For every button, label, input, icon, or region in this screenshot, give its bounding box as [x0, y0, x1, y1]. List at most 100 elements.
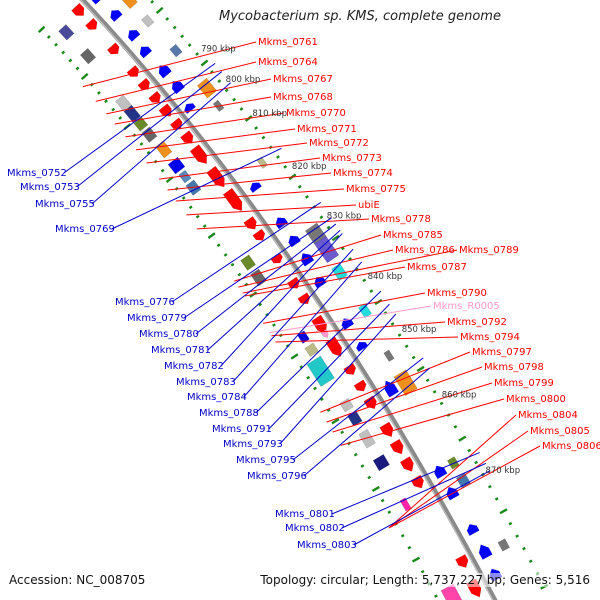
tick-mark [528, 559, 533, 564]
forward-gene-11 [222, 187, 243, 212]
feature-box-28 [339, 397, 354, 413]
reverse-gene-5-shape [171, 80, 186, 95]
tick-mark [239, 107, 244, 111]
tick-mark [348, 257, 352, 261]
leader-line [243, 261, 363, 398]
forward-gene-label: Mkms_0797 [472, 347, 532, 358]
leader-line [207, 229, 341, 351]
tick-mark [411, 556, 421, 563]
forward-gene-label: Mkms_0778 [371, 214, 431, 225]
leader-line [220, 233, 343, 367]
feature-box-28-shape [339, 397, 354, 413]
tick-mark [150, 0, 155, 4]
forward-gene-label: Mkms_R0005 [433, 301, 500, 312]
reverse-gene-18 [478, 544, 493, 560]
feature-box-26-shape [383, 349, 395, 362]
leader-line [125, 112, 285, 138]
tick-mark [400, 533, 405, 538]
feature-box-24 [358, 303, 372, 319]
feature-box-14 [178, 169, 192, 184]
feature-box-16-shape [256, 156, 268, 169]
leader-line [234, 234, 382, 282]
feature-box-17-shape [240, 254, 257, 271]
tick-mark [195, 214, 200, 219]
forward-gene-3-shape [126, 64, 140, 77]
tick-mark [61, 50, 66, 55]
leader-line [244, 266, 406, 297]
tick-mark [202, 224, 207, 228]
scale-tick-label: 830 kbp [327, 211, 362, 221]
feature-box-20-shape [304, 222, 327, 245]
tick-mark [80, 72, 89, 81]
tick-mark [487, 484, 492, 489]
genome-backbone [79, 0, 498, 600]
forward-gene-label: Mkms_0767 [273, 74, 333, 85]
forward-gene-label: Mkms_0772 [309, 138, 369, 149]
tick-mark [340, 430, 345, 435]
forward-gene-14 [270, 252, 283, 264]
forward-gene-26-shape [455, 554, 469, 568]
forward-gene-6 [158, 103, 172, 117]
forward-gene-label: Mkms_0773 [322, 153, 382, 164]
tick-mark [306, 375, 311, 380]
tick-mark [434, 594, 438, 598]
forward-gene-25 [410, 474, 424, 489]
leader-line [196, 218, 370, 230]
tick-mark [474, 460, 479, 465]
tick-mark [313, 386, 317, 391]
reverse-gene-16 [446, 486, 460, 501]
forward-gene-label: Mkms_0770 [286, 108, 346, 119]
leader-line [331, 452, 480, 515]
tick-mark [290, 353, 299, 360]
leader-line [268, 303, 390, 430]
tick-mark [139, 142, 144, 146]
tick-mark [230, 262, 235, 267]
reverse-gene-12 [341, 318, 355, 331]
forward-gene-12 [243, 215, 257, 230]
forward-gene-25-shape [410, 474, 424, 489]
tick-mark [223, 253, 228, 257]
forward-gene-20 [353, 379, 367, 392]
reverse-gene-8-shape [275, 217, 289, 230]
leader-line [76, 71, 223, 188]
tick-mark [494, 497, 499, 501]
tick-mark [425, 378, 430, 383]
forward-gene-label: Mkms_0790 [427, 288, 487, 299]
leader-line [232, 248, 354, 383]
reverse-gene-7 [249, 182, 262, 194]
forward-gene-5 [148, 90, 161, 103]
forward-gene-24-shape [399, 456, 414, 472]
reverse-gene-4-shape [158, 65, 172, 79]
tick-mark [326, 225, 331, 230]
reverse-gene-label: Mkms_0788 [199, 408, 259, 419]
tick-mark [319, 397, 324, 402]
feature-box-1 [121, 0, 138, 10]
tick-mark [104, 99, 108, 104]
feature-box-13 [167, 156, 186, 175]
leader-line [111, 147, 282, 230]
reverse-gene-3 [139, 46, 153, 59]
leader-line [271, 321, 446, 337]
forward-gene-label: Mkms_0804 [518, 410, 578, 421]
forward-gene-label: Mkms_0775 [346, 184, 406, 195]
tick-mark [319, 215, 324, 220]
forward-gene-16 [297, 292, 311, 305]
feature-box-5-shape [169, 43, 183, 58]
leader-line [279, 313, 397, 445]
tick-mark [118, 116, 123, 120]
feature-box-3 [58, 24, 75, 41]
leader-line [388, 445, 541, 529]
accession-text: Accession: NC_008705 [9, 573, 146, 587]
tick-mark [155, 6, 164, 14]
forward-gene-14-shape [270, 252, 283, 264]
tick-mark [160, 168, 165, 173]
reverse-gene-0-shape [90, 0, 105, 5]
feature-box-4 [79, 48, 97, 65]
reverse-gene-label: Mkms_0803 [297, 540, 357, 551]
leader-line [114, 96, 272, 125]
reverse-gene-17-shape [466, 524, 480, 537]
tick-mark [195, 52, 199, 56]
forward-gene-label: Mkms_0805 [530, 426, 590, 437]
feature-box-23 [304, 342, 319, 358]
